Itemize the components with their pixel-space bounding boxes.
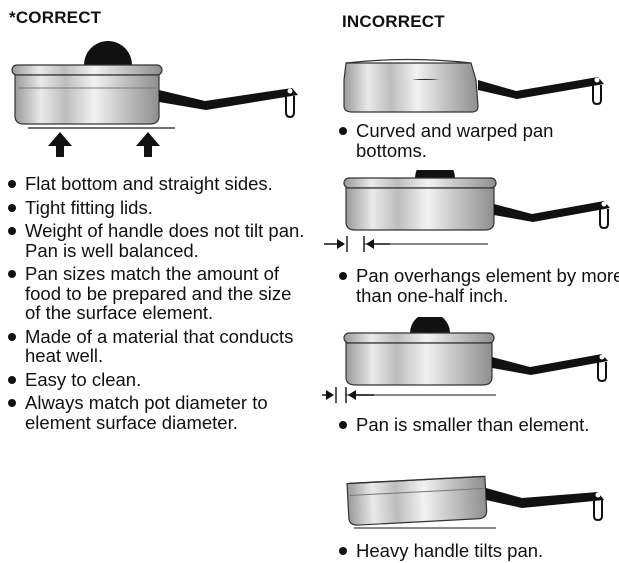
frying-pan-with-lid-icon (343, 317, 608, 386)
warped-pan-illustration (343, 58, 604, 113)
list-item: Always match pot diameter to element sur… (5, 393, 305, 432)
caption-smaller: Pan is smaller than element. (336, 415, 619, 435)
list-item: Easy to clean. (5, 369, 305, 390)
tilted-pan-illustration (346, 475, 604, 529)
up-arrow-icon (48, 132, 72, 157)
frying-pan-with-lid-icon (343, 170, 610, 231)
smaller-pan-illustration (322, 317, 608, 403)
incorrect-heading: INCORRECT (342, 12, 445, 31)
dimension-arrow-icon (324, 236, 390, 252)
correct-bullet-list: Flat bottom and straight sides. Tight fi… (5, 174, 305, 436)
caption-overhang: Pan overhangs element by more than one-h… (336, 266, 619, 305)
list-item: Made of a material that conducts heat we… (5, 326, 305, 366)
caption-tilted: Heavy handle tilts pan. (336, 541, 619, 561)
frying-pan-with-lid-icon (11, 41, 298, 125)
overhang-pan-illustration (324, 170, 610, 252)
list-item: Tight fitting lids. (5, 197, 305, 218)
correct-heading: *CORRECT (9, 8, 102, 27)
caption-warped: Curved and warped pan bottoms. (336, 121, 619, 160)
list-item: Weight of handle does not tilt pan. Pan … (5, 221, 305, 260)
list-item: Flat bottom and straight sides. (5, 174, 305, 194)
up-arrow-icon (136, 132, 160, 157)
frying-pan-with-lid-icon (343, 58, 604, 113)
list-item: Pan sizes match the amount of food to be… (5, 264, 305, 323)
dimension-arrow-icon (322, 387, 374, 403)
frying-pan-with-lid-icon (346, 475, 488, 526)
correct-pan-illustration (11, 41, 298, 157)
